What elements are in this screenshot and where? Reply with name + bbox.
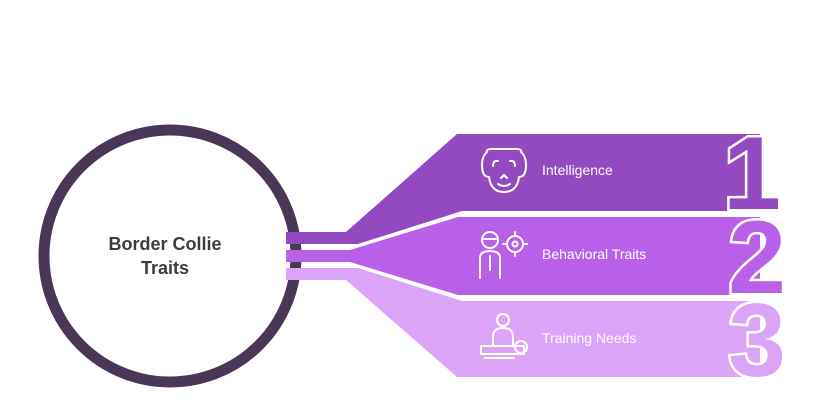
massage-therapy-icon	[480, 313, 528, 359]
person-target-icon	[479, 231, 528, 279]
center-title-line2: Traits	[140, 258, 190, 278]
item-band-2	[286, 217, 760, 295]
item-number-1: 1	[723, 116, 781, 232]
center-title-line1: Border Collie	[108, 234, 222, 254]
item-number-2: 2	[728, 200, 786, 316]
item-label-behavioral-traits: Behavioral Traits	[542, 246, 647, 262]
item-band-1	[286, 134, 760, 244]
item-number-3: 3	[728, 283, 786, 399]
dog-face-icon	[481, 148, 527, 193]
item-label-training-needs: Training Needs	[542, 330, 637, 346]
item-label-intelligence: Intelligence	[542, 162, 613, 178]
item-band-3	[286, 268, 760, 377]
center-title: Border Collie Traits	[60, 232, 270, 280]
